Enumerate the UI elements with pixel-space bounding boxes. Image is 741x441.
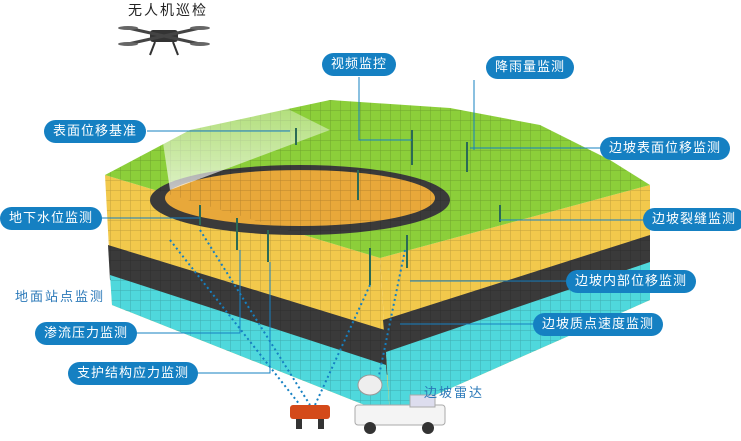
wireless-links (169, 229, 406, 406)
ground-station-label: 地面站点监测 (15, 290, 106, 305)
rainfall-monitoring-label[interactable]: 降雨量监测 (486, 56, 575, 79)
groundwater-level-label[interactable]: 地下水位监测 (0, 207, 103, 230)
particle-velocity-label[interactable]: 边坡质点速度监测 (533, 313, 664, 336)
slope-crack-label[interactable]: 边坡裂缝监测 (643, 208, 741, 231)
slope-surface-displacement-label[interactable]: 边坡表面位移监测 (600, 137, 731, 160)
surface-displacement-reference-label[interactable]: 表面位移基准 (44, 120, 147, 143)
drone-camera-beam (150, 55, 330, 190)
ground-station-icon (290, 405, 330, 429)
support-structure-stress-label[interactable]: 支护结构应力监测 (68, 362, 199, 385)
seepage-pressure-label[interactable]: 渗流压力监测 (35, 322, 138, 345)
radar-truck-icon (354, 374, 446, 434)
drone-icon (118, 26, 210, 56)
internal-displacement-label[interactable]: 边坡内部位移监测 (566, 270, 697, 293)
sensor-poles (199, 128, 501, 285)
drone-inspection-label: 无人机巡检 (128, 3, 208, 19)
block-right-face (380, 185, 650, 415)
block-front-face (105, 175, 390, 415)
video-monitoring-label[interactable]: 视频监控 (322, 53, 397, 76)
slope-radar-label: 边坡雷达 (424, 386, 485, 401)
leader-lines (100, 77, 643, 374)
